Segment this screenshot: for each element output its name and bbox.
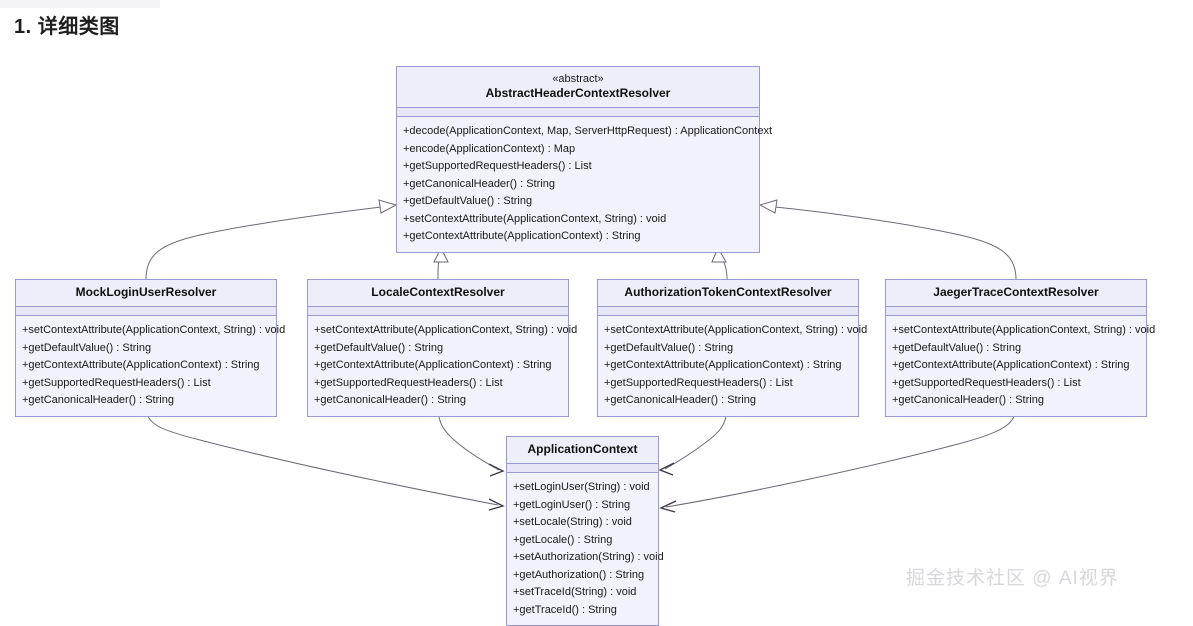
class-method: +getContextAttribute(ApplicationContext)… [22,359,260,371]
class-box-mock-login-user-resolver[interactable]: MockLoginUserResolver +setContextAttribu… [15,279,286,417]
class-method: +getSupportedRequestHeaders() : List [314,376,503,389]
class-attributes-compartment [507,464,658,473]
class-name: ApplicationContext [527,442,638,456]
class-method: +getCanonicalHeader() : String [604,394,756,406]
class-methods-compartment: +setContextAttribute(ApplicationContext,… [16,316,286,416]
dependency-auth-to-appctx [658,406,728,476]
class-header: AuthorizationTokenContextResolver [598,280,858,307]
class-name: LocaleContextResolver [371,285,505,299]
class-methods-compartment: +setContextAttribute(ApplicationContext,… [308,316,578,416]
class-method: +getDefaultValue() : String [892,341,1022,354]
class-attributes-compartment [308,307,568,316]
class-method: +getDefaultValue() : String [604,341,734,354]
class-header: LocaleContextResolver [308,280,568,307]
class-box-locale-context-resolver[interactable]: LocaleContextResolver +setContextAttribu… [307,279,578,417]
page-title: 1. 详细类图 [14,16,120,38]
class-methods-compartment: +setContextAttribute(ApplicationContext,… [598,316,868,416]
watermark: 掘金技术社区 @ AI视界 [906,568,1119,589]
class-method: +getSupportedRequestHeaders() : List [22,376,211,389]
class-method: +getDefaultValue() : String [22,341,152,354]
class-header: MockLoginUserResolver [16,280,276,307]
class-method: +getSupportedRequestHeaders() : List [403,160,592,172]
class-method: +getCanonicalHeader() : String [22,394,174,406]
class-method: +setContextAttribute(ApplicationContext,… [403,212,667,225]
class-method: +getDefaultValue() : String [403,195,533,207]
class-method: +setContextAttribute(ApplicationContext,… [604,324,868,336]
class-box-application-context[interactable]: ApplicationContext +setLoginUser(String)… [506,436,664,626]
class-method: +getContextAttribute(ApplicationContext)… [604,359,842,371]
class-method: +setLocale(String) : void [513,516,632,528]
top-decoration-band [0,0,160,8]
class-method: +getTraceId() : String [513,603,617,616]
generalization-auth [711,246,728,280]
class-method: +getDefaultValue() : String [314,341,444,354]
class-name: MockLoginUserResolver [75,285,217,299]
class-method: +setContextAttribute(ApplicationContext,… [892,324,1156,336]
dependency-mock-to-appctx [145,406,505,511]
class-method: +getSupportedRequestHeaders() : List [604,376,793,389]
class-methods-compartment: +decode(ApplicationContext, Map, ServerH… [397,117,773,252]
class-name: AbstractHeaderContextResolver [485,86,671,100]
dependency-jaeger-to-appctx [659,406,1017,513]
class-method: +getSupportedRequestHeaders() : List [892,376,1081,389]
class-attributes-compartment [886,307,1146,316]
class-attributes-compartment [397,108,759,117]
class-box-authorization-token-context-resolver[interactable]: AuthorizationTokenContextResolver +setCo… [597,279,868,417]
class-method: +getCanonicalHeader() : String [403,177,555,190]
class-method: +getCanonicalHeader() : String [314,394,466,406]
class-methods-compartment: +setLoginUser(String) : void +getLoginUs… [507,473,664,625]
class-method: +getContextAttribute(ApplicationContext)… [314,359,552,371]
class-method: +getCanonicalHeader() : String [892,394,1044,406]
class-header: ApplicationContext [507,437,658,464]
class-header: JaegerTraceContextResolver [886,280,1146,307]
class-name: AuthorizationTokenContextResolver [624,285,832,299]
class-method: +getAuthorization() : String [513,568,645,581]
class-box-jaeger-trace-context-resolver[interactable]: JaegerTraceContextResolver +setContextAt… [885,279,1156,417]
class-method: +getLocale() : String [513,533,613,546]
class-box-abstract-header-context-resolver[interactable]: «abstract» AbstractHeaderContextResolver… [396,66,773,253]
class-method: +setTraceId(String) : void [513,586,637,598]
class-stereotype: «abstract» [552,73,604,85]
generalization-mock [145,199,398,280]
class-attributes-compartment [598,307,858,316]
generalization-jaeger [758,199,1017,280]
class-name: JaegerTraceContextResolver [933,285,1099,299]
class-method: +getContextAttribute(ApplicationContext)… [892,359,1130,371]
class-method: +getContextAttribute(ApplicationContext)… [403,230,641,242]
class-method: +setContextAttribute(ApplicationContext,… [22,324,286,336]
class-attributes-compartment [16,307,276,316]
class-method: +encode(ApplicationContext) : Map [403,142,576,155]
class-method: +getLoginUser() : String [513,498,631,511]
class-method: +setContextAttribute(ApplicationContext,… [314,324,578,336]
class-method: +setAuthorization(String) : void [513,551,664,563]
dependency-locale-to-appctx [437,406,505,477]
class-methods-compartment: +setContextAttribute(ApplicationContext,… [886,316,1156,416]
generalization-locale [433,246,449,280]
class-method: +decode(ApplicationContext, Map, ServerH… [403,125,773,137]
class-header: «abstract» AbstractHeaderContextResolver [397,67,759,108]
class-method: +setLoginUser(String) : void [513,481,650,493]
